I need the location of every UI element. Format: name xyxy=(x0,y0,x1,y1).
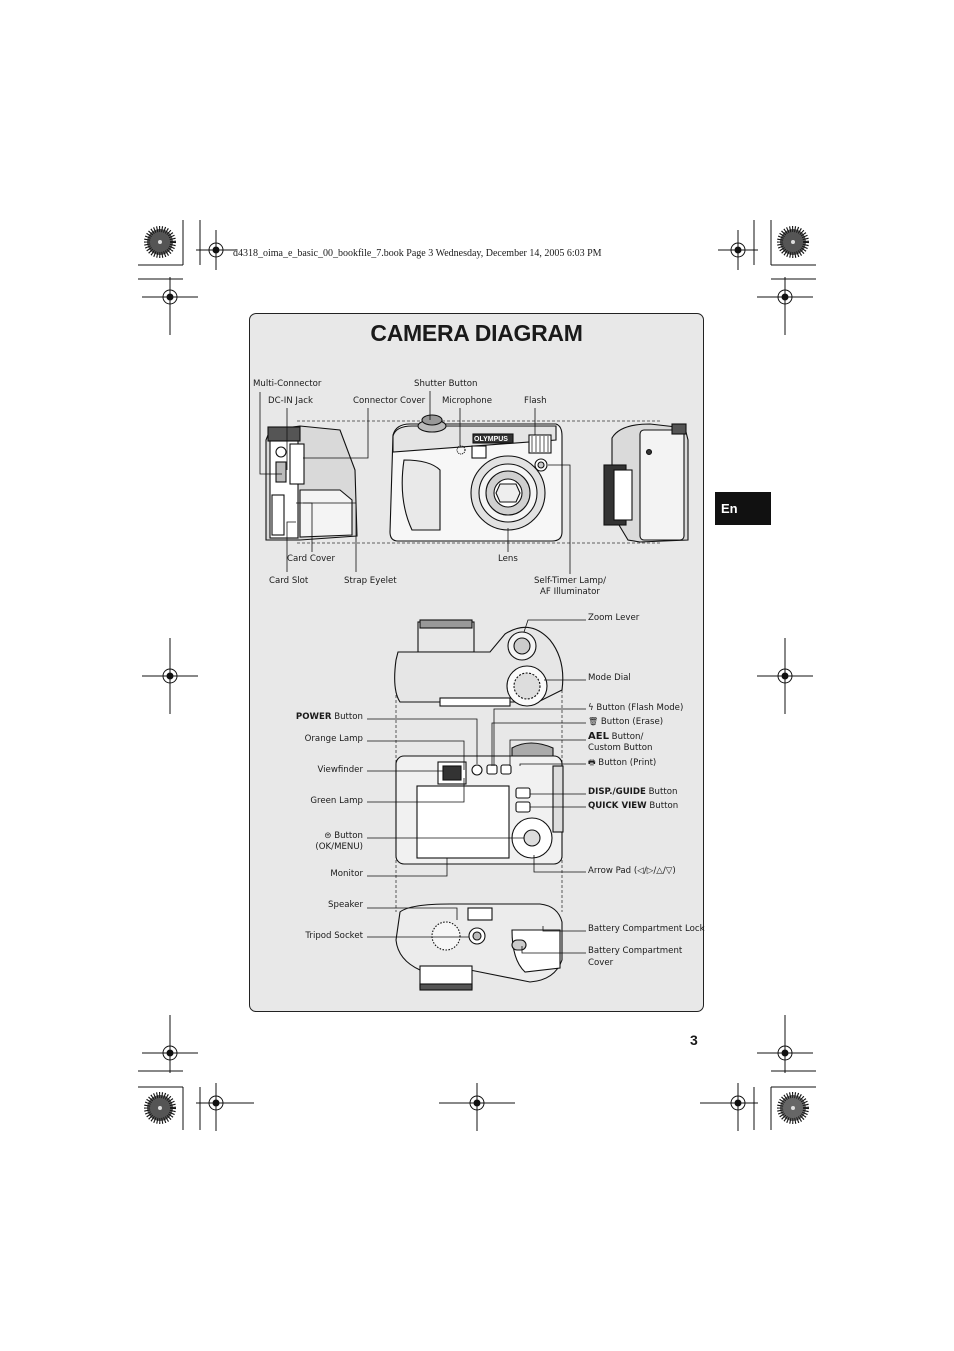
brand-logo: OLYMPUS xyxy=(474,436,508,443)
trash-icon: 🗑 xyxy=(588,717,599,726)
registration-target xyxy=(757,638,813,714)
camera-top-view xyxy=(394,619,564,707)
label-battery-compartment-lock: Battery Compartment Lock xyxy=(588,924,705,934)
starburst-disc xyxy=(144,226,176,258)
registration-target xyxy=(142,277,198,335)
camera-right-side-view xyxy=(603,423,689,543)
label-erase-button: 🗑 Button (Erase) xyxy=(588,717,664,727)
label-af-illuminator: AF Illuminator xyxy=(540,587,600,597)
registration-target xyxy=(142,1015,198,1073)
label-power-button: POWER Button xyxy=(295,712,363,722)
label-card-cover: Card Cover xyxy=(287,554,335,564)
label-custom-button: Custom Button xyxy=(588,743,653,753)
label-print-button: 🖶 Button (Print) xyxy=(588,758,657,768)
registration-target xyxy=(439,1083,515,1131)
label-multi-connector: Multi-Connector xyxy=(253,379,322,389)
ok-icon: ⊜ xyxy=(324,831,332,841)
label-mode-dial: Mode Dial xyxy=(588,673,631,683)
camera-bottom-view xyxy=(395,903,563,991)
label-strap-eyelet: Strap Eyelet xyxy=(344,576,397,586)
registration-target xyxy=(757,1015,813,1073)
starburst-disc xyxy=(777,1092,809,1124)
label-arrow-pad: Arrow Pad (◁/▷/△/▽) xyxy=(588,866,676,876)
language-tab: En xyxy=(715,492,771,525)
label-flash: Flash xyxy=(524,396,547,406)
label-connector-cover: Connector Cover xyxy=(353,396,426,406)
label-quick-view-button: QUICK VIEW Button xyxy=(588,801,679,811)
label-lens: Lens xyxy=(498,554,518,564)
print-icon: 🖶 xyxy=(588,758,596,767)
label-shutter-button: Shutter Button xyxy=(414,379,478,389)
label-viewfinder: Viewfinder xyxy=(317,765,363,775)
registration-target xyxy=(718,230,758,270)
label-microphone: Microphone xyxy=(442,396,493,406)
registration-target xyxy=(700,1083,758,1131)
camera-left-side-view xyxy=(265,425,358,541)
camera-back-view xyxy=(395,742,564,865)
label-ok-menu: (OK/MENU) xyxy=(315,842,363,852)
camera-front-view xyxy=(389,414,563,542)
label-green-lamp: Green Lamp xyxy=(310,796,363,806)
registration-target xyxy=(757,277,813,335)
registration-target xyxy=(142,638,198,714)
registration-target xyxy=(196,1083,254,1131)
starburst-disc xyxy=(144,1092,176,1124)
label-ok-button: ⊜ Button xyxy=(324,831,363,841)
label-ael-button: AEL Button/ xyxy=(588,731,644,742)
print-header: d4318_oima_e_basic_00_bookfile_7.book Pa… xyxy=(233,248,602,259)
label-zoom-lever: Zoom Lever xyxy=(588,613,640,623)
label-dc-in-jack: DC-IN Jack xyxy=(268,396,313,406)
label-self-timer-lamp: Self-Timer Lamp/ xyxy=(533,576,607,586)
registration-target xyxy=(196,230,236,270)
page-title: CAMERA DIAGRAM xyxy=(370,320,583,346)
page-number: 3 xyxy=(690,1032,698,1048)
label-battery-compartment-cover: Battery Compartment xyxy=(588,946,683,956)
label-monitor: Monitor xyxy=(330,869,363,879)
flash-icon: ϟ xyxy=(588,703,594,713)
label-orange-lamp: Orange Lamp xyxy=(304,734,363,744)
label-card-slot: Card Slot xyxy=(269,576,309,586)
label-tripod-socket: Tripod Socket xyxy=(305,931,363,941)
starburst-disc xyxy=(777,226,809,258)
label-battery-compartment-cover-2: Cover xyxy=(588,958,614,968)
label-disp-guide-button: DISP./GUIDE Button xyxy=(588,787,678,797)
label-speaker: Speaker xyxy=(328,900,363,910)
label-flash-button: ϟ Button (Flash Mode) xyxy=(588,703,684,713)
